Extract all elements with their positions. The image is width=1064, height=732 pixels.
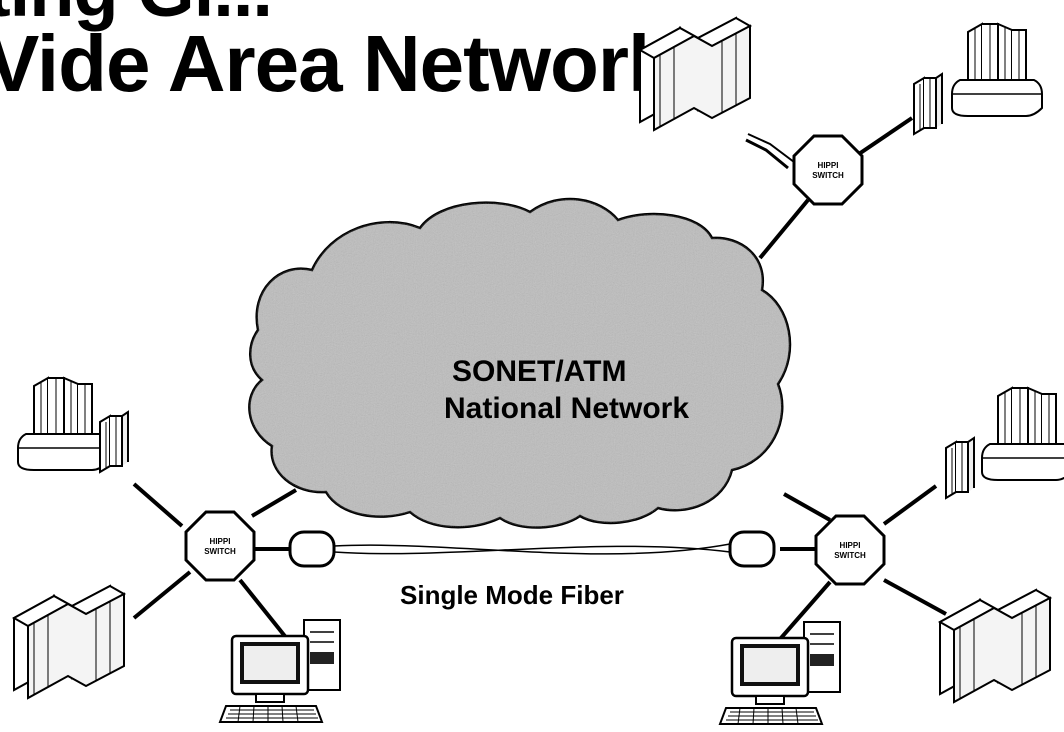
cloud-label-sonet-atm: SONET/ATM — [452, 355, 627, 388]
switch-label-line2: SWITCH — [204, 547, 236, 556]
title-fragment: ting Gi... — [0, 0, 273, 33]
fiber-transceiver-left — [288, 530, 336, 568]
switch-label-line2: SWITCH — [812, 171, 844, 180]
hippi-switch-right: HIPPI SWITCH — [814, 514, 886, 586]
hippi-switch-top: HIPPI SWITCH — [792, 134, 864, 206]
supercomputer-left-lower — [13, 585, 125, 699]
fiber-label: Single Mode Fiber — [400, 580, 624, 610]
fiber-transceiver-right — [728, 530, 776, 568]
switch-label-line1: HIPPI — [210, 537, 231, 546]
switch-label-line1: HIPPI — [840, 541, 861, 550]
switch-label-line1: HIPPI — [818, 161, 839, 170]
supercomputer-top-right — [913, 23, 1043, 135]
cloud-label-national-network: National Network — [444, 392, 690, 425]
workstation-right — [718, 620, 842, 726]
single-mode-fiber — [333, 543, 731, 555]
supercomputer-left-upper — [17, 377, 129, 473]
supercomputer-top-left — [639, 17, 751, 131]
switch-label-line2: SWITCH — [834, 551, 866, 560]
supercomputer-right-upper — [945, 387, 1064, 499]
page-title: Vide Area Networks — [0, 19, 716, 108]
hippi-switch-left: HIPPI SWITCH — [184, 510, 256, 582]
supercomputer-right-lower — [939, 589, 1051, 703]
workstation-left — [218, 618, 342, 724]
cloud-texture — [249, 198, 790, 528]
